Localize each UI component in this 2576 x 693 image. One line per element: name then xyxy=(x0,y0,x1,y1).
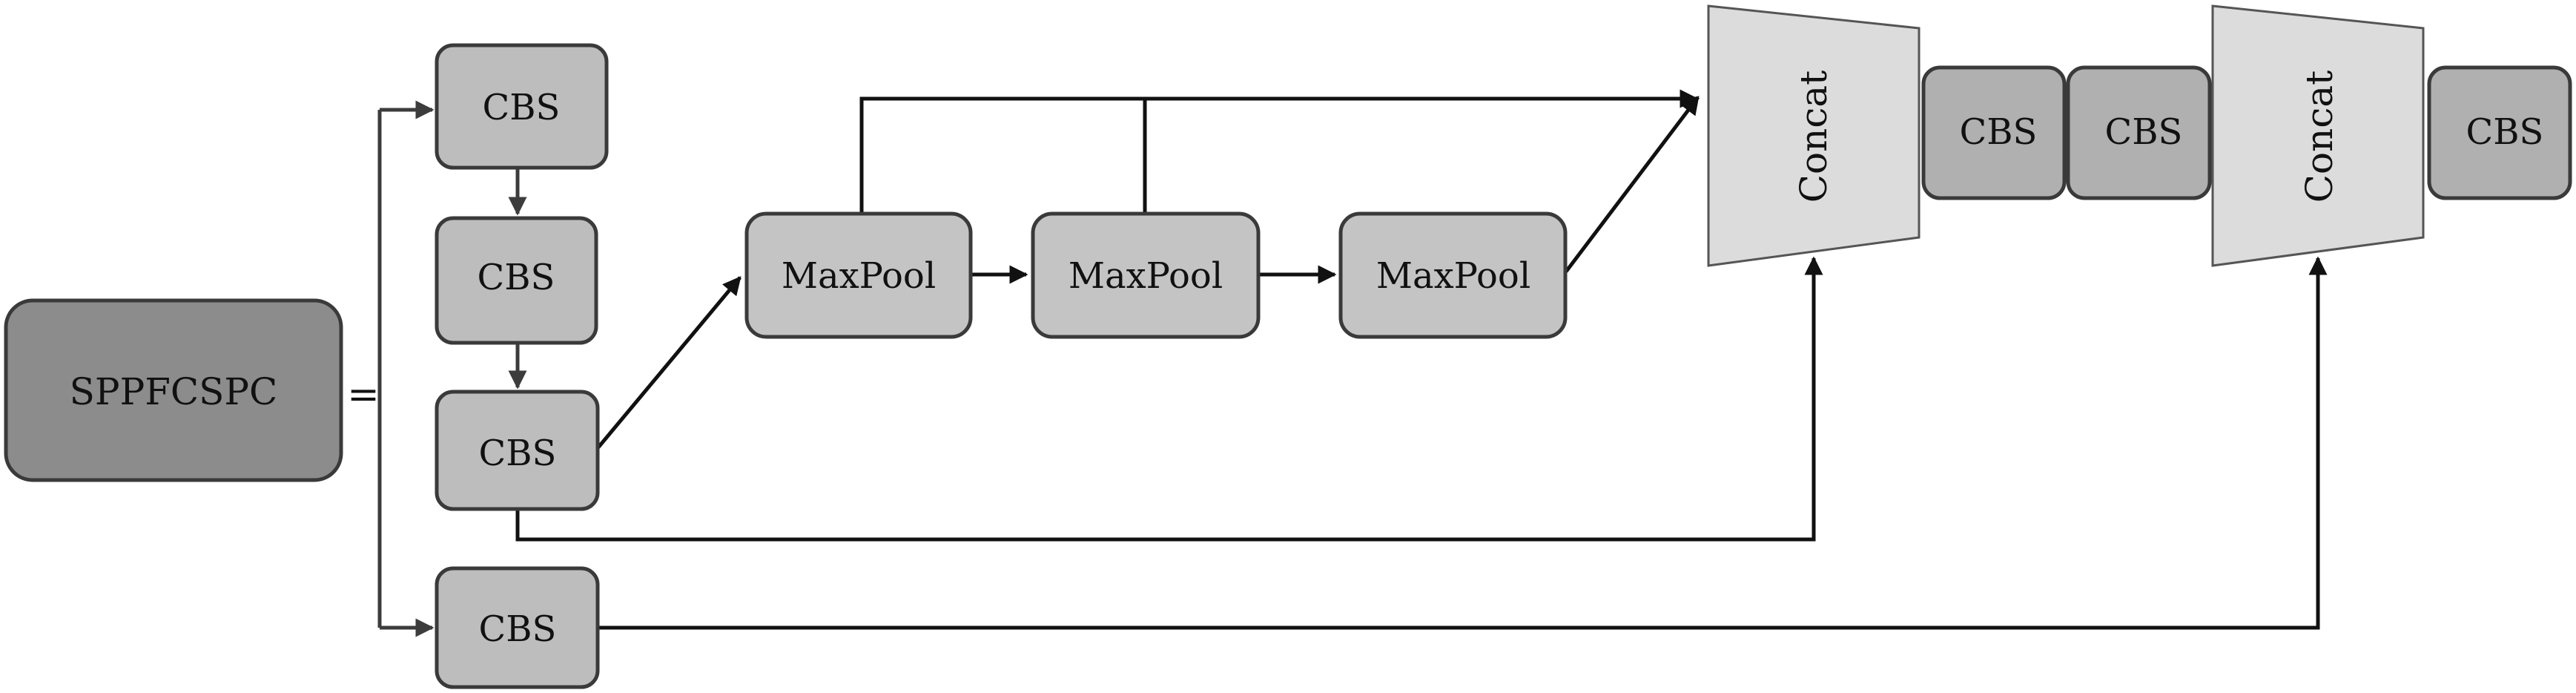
cbs-block-4: CBS xyxy=(435,566,600,689)
cbs-label-5: CBS xyxy=(1960,111,2038,153)
maxpool-label-2: MaxPool xyxy=(1069,255,1223,297)
cbs-label-2: CBS xyxy=(478,257,555,298)
sppfcspc-block: SPPFCSPC xyxy=(4,298,343,482)
cbs-block-6: CBS xyxy=(2066,65,2212,200)
concat-label-1: Concat xyxy=(1792,70,1835,203)
cbs-block-7: CBS xyxy=(2427,65,2572,200)
cbs-label-3: CBS xyxy=(479,433,557,474)
cbs-block-1: CBS xyxy=(435,43,609,170)
skip-cbs3-to-concat-1 xyxy=(515,256,1823,542)
arrow-cbs3-to-maxpool-1 xyxy=(596,276,742,450)
maxpool-label-1: MaxPool xyxy=(782,255,936,297)
cbs-label-7: CBS xyxy=(2466,111,2544,153)
maxpool-label-3: MaxPool xyxy=(1376,255,1530,297)
skip-cbs4-to-concat-2 xyxy=(598,256,2328,630)
maxpool-block-3: MaxPool xyxy=(1338,211,1568,339)
cbs-label-4: CBS xyxy=(479,608,557,650)
top-route-maxpool1 xyxy=(859,89,1699,214)
cbs-label-6: CBS xyxy=(2105,111,2183,153)
concat-block-1: Concat xyxy=(1707,4,1921,267)
maxpool-block-2: MaxPool xyxy=(1031,211,1261,339)
cbs-block-3: CBS xyxy=(435,390,600,511)
equals-sign: = xyxy=(347,372,380,417)
arrow-maxpool3-to-concat-1 xyxy=(1565,96,1700,273)
connectors xyxy=(377,89,2328,637)
maxpool-block-1: MaxPool xyxy=(744,211,973,339)
cbs-block-2: CBS xyxy=(435,216,598,345)
concat-block-2: Concat xyxy=(2211,4,2425,267)
sppfcspc-label: SPPFCSPC xyxy=(70,370,278,413)
concat-label-2: Concat xyxy=(2298,70,2341,203)
cbs-block-5: CBS xyxy=(1921,65,2067,200)
cbs-label-1: CBS xyxy=(483,87,561,128)
